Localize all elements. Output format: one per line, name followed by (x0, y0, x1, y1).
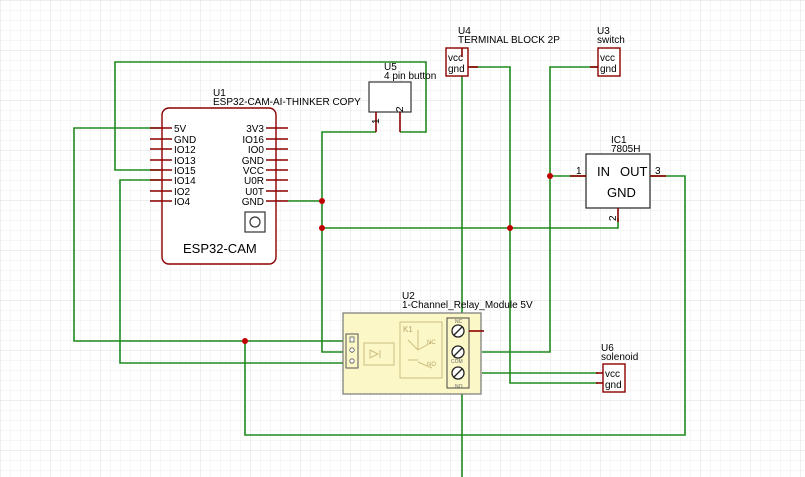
ic1-pin3: 3 (655, 166, 661, 177)
junction-dot (242, 338, 248, 344)
u1-pin-3v3: 3V3 (246, 124, 264, 135)
u2-k1-relay (399, 321, 443, 379)
component-u4-terminal[interactable]: U4 TERMINAL BLOCK 2P vcc gnd (445, 26, 560, 77)
u1-reset-button-icon (244, 211, 266, 233)
u1-pin-u0r: U0R (244, 176, 264, 187)
ic1-out: OUT (620, 164, 648, 179)
u6-name: solenoid (601, 352, 638, 363)
u1-pin-io2: IO2 (174, 187, 191, 198)
u1-pin-io15: IO15 (174, 166, 196, 177)
u4-pin-vcc: vcc (448, 53, 463, 64)
ic1-ref: IC1 (611, 135, 627, 146)
u4-name: TERMINAL BLOCK 2P (458, 35, 560, 46)
u2-ref: U2 (402, 291, 415, 302)
component-u1-esp32cam[interactable]: U1 ESP32-CAM-AI-THINKER COPY 5V GND IO12… (150, 88, 361, 265)
screw-icon (451, 324, 465, 338)
u2-k1-no: NO (427, 362, 436, 368)
u2-name: 1-Channel_Relay_Module 5V (402, 300, 533, 311)
wire-5v-relay-vcc[interactable] (73, 127, 343, 342)
ic1-name: 7805H (611, 144, 640, 155)
u5-body (368, 81, 412, 113)
u3-name: switch (597, 35, 625, 46)
junction-dot (319, 198, 325, 204)
u6-pin-vcc: vcc (605, 369, 620, 380)
u1-pin-u0t: U0T (245, 187, 264, 198)
junction-dot (319, 225, 325, 231)
u1-pin-gnd3: GND (242, 197, 264, 208)
u1-pin-5v: 5V (174, 124, 187, 135)
u2-term-no-label: NO (455, 384, 463, 390)
u4-pin-gnd: gnd (448, 64, 465, 75)
ic1-gnd: GND (607, 185, 636, 200)
u2-k1-nc: NC (427, 340, 436, 346)
u5-pin1: 1 (371, 118, 382, 124)
u6-ref: U6 (601, 343, 614, 354)
u6-body (602, 363, 626, 393)
u1-pin-io14: IO14 (174, 176, 196, 187)
u1-pin-io12: IO12 (174, 145, 196, 156)
component-u5-button[interactable]: U5 4 pin button 1 2 (368, 62, 436, 132)
u2-term-com-label: COM (451, 359, 463, 365)
u1-ref: U1 (213, 88, 226, 99)
ic1-body (585, 153, 651, 209)
u2-header (345, 333, 359, 369)
component-u6-solenoid[interactable]: U6 solenoid vcc gnd (596, 343, 638, 393)
u2-terminal-block (446, 317, 470, 389)
u3-pin-gnd: gnd (600, 64, 617, 75)
u3-pin-vcc: vcc (600, 53, 615, 64)
junction-dot (547, 173, 553, 179)
u1-reset-button-circle (249, 216, 261, 228)
u1-pin-gnd: GND (174, 135, 196, 146)
ic1-in: IN (597, 164, 610, 179)
component-u2-relay[interactable]: U2 1-Channel_Relay_Module 5V K1 NC NO NC… (342, 291, 533, 395)
u1-body-label: ESP32-CAM (183, 241, 257, 256)
u1-pin-gnd2: GND (242, 156, 264, 167)
u3-body (597, 47, 621, 77)
u1-pin-io0: IO0 (248, 145, 265, 156)
wire-button1-gnd[interactable] (321, 131, 376, 353)
junction-dot (507, 225, 513, 231)
ic1-pin1: 1 (576, 166, 582, 177)
screw-icon (451, 345, 465, 359)
wire-switch-gnd[interactable] (482, 66, 598, 353)
u5-name: 4 pin button (384, 71, 436, 82)
u5-pin2: 2 (395, 106, 406, 112)
wire-ic1-out[interactable] (244, 175, 686, 436)
u5-ref: U5 (384, 62, 397, 73)
component-u3-switch[interactable]: U3 switch vcc gnd (590, 26, 625, 77)
u1-name: ESP32-CAM-AI-THINKER COPY (213, 97, 361, 108)
u3-ref: U3 (597, 26, 610, 37)
u1-pin-io16: IO16 (242, 135, 264, 146)
wire-io15-button2[interactable] (114, 61, 427, 171)
ic1-pin2: 2 (608, 215, 619, 221)
u4-ref: U4 (458, 26, 471, 37)
wires (73, 57, 686, 477)
u6-pin-gnd: gnd (605, 380, 622, 391)
u2-k1-label: K1 (403, 325, 413, 334)
u2-optocoupler (363, 342, 395, 366)
component-ic1-regulator[interactable]: IC1 7805H 1 3 2 IN OUT GND (570, 135, 666, 222)
u1-pin-io13: IO13 (174, 156, 196, 167)
junctions (242, 173, 553, 344)
wire-io14-relay-in[interactable] (119, 179, 343, 364)
screw-icon (451, 366, 465, 380)
u2-term-nc-label: NC (455, 319, 463, 325)
u1-pin-io4: IO4 (174, 197, 191, 208)
u1-pin-vcc: VCC (243, 166, 264, 177)
